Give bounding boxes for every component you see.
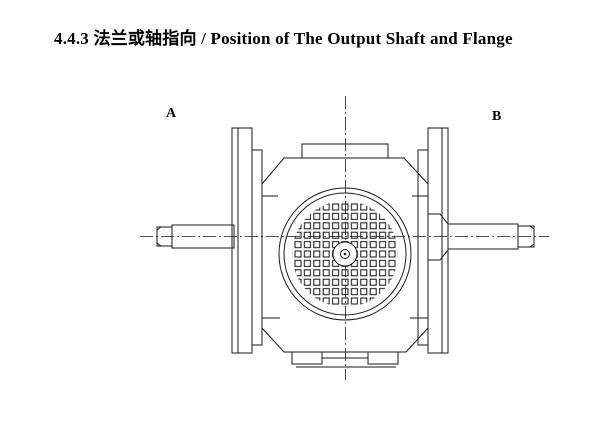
title-separator: /: [201, 29, 207, 48]
shaft-hub-b: [428, 213, 449, 261]
right-flange: [417, 127, 449, 354]
left-flange: [231, 127, 263, 354]
section-number: 4.4.3: [54, 29, 89, 48]
motor-flange-face: [278, 187, 412, 321]
housing-body: [261, 143, 429, 353]
left-output-shaft: [156, 224, 235, 249]
title-english: Position of The Output Shaft and Flange: [210, 29, 513, 48]
title-chinese: 法兰或轴指向: [93, 29, 197, 48]
shaft-label-b: B: [492, 109, 502, 124]
page-title: 4.4.3 法兰或轴指向 / Position of The Output Sh…: [54, 24, 513, 49]
shaft-label-a: A: [166, 106, 177, 121]
mounting-feet: [291, 351, 399, 368]
